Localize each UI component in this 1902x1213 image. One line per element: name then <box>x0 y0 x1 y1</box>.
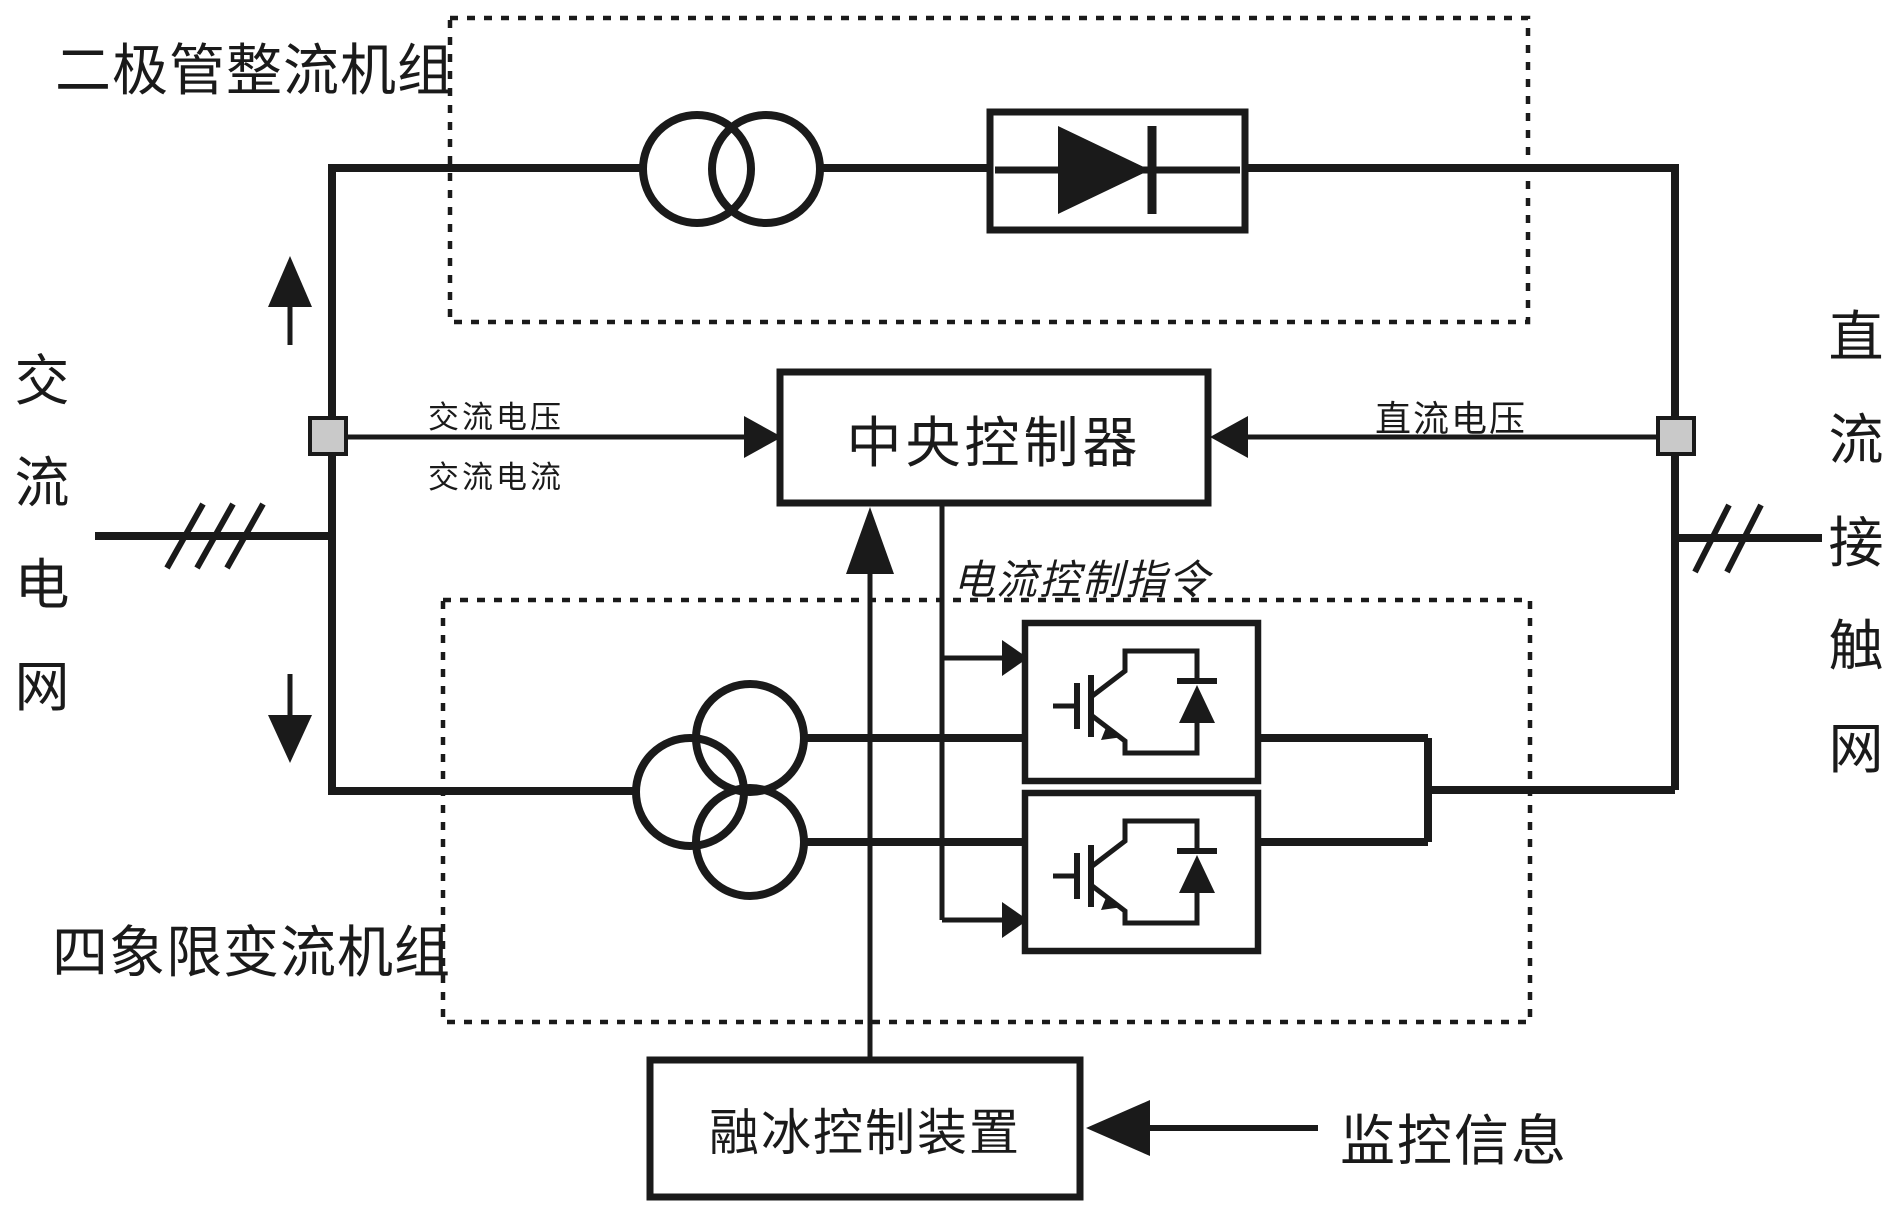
command-branch-arrow-bottom <box>1002 902 1028 938</box>
igbt-module-top-box <box>1021 619 1262 785</box>
label-four-quadrant-unit: 四象限变流机组 <box>52 921 451 984</box>
command-line <box>939 503 1028 938</box>
ac-connector-square <box>308 416 348 456</box>
freewheel-diode-icon <box>1179 855 1215 893</box>
four-quadrant-dashed-box <box>440 597 1533 1025</box>
controller-box <box>776 368 1212 507</box>
main-transformer-icon <box>639 111 824 227</box>
three-phase-slash-icon <box>164 502 266 570</box>
dc-measure-arrow <box>1210 416 1658 458</box>
igbt-icon <box>1053 818 1217 926</box>
label-ac-current: 交流电流 <box>428 460 564 495</box>
rectifier-diode-icon <box>986 108 1249 234</box>
igbt-module-bottom-box <box>1021 789 1262 955</box>
ice-control-box <box>646 1056 1084 1201</box>
dc-catenary-stub <box>1675 503 1822 574</box>
four-quadrant-transformer-icon <box>632 680 808 900</box>
label-diode-rectifier-unit: 二极管整流机组 <box>55 39 454 102</box>
ac-grid-stub <box>95 502 332 570</box>
command-branch-arrow-top <box>1002 640 1028 676</box>
label-dc-catenary: 直流接触网 <box>1828 306 1884 780</box>
ac-measure-arrow <box>346 416 782 458</box>
dc-connector-square <box>1656 416 1696 456</box>
label-monitor-info: 监控信息 <box>1340 1110 1569 1172</box>
label-ac-voltage: 交流电压 <box>428 400 564 435</box>
ice-status-arrow <box>846 507 894 1060</box>
label-dc-voltage: 直流电压 <box>1375 398 1528 439</box>
monitor-arrow <box>1086 1100 1318 1156</box>
down-arrow-icon <box>268 674 312 763</box>
igbt-icon <box>1053 648 1217 756</box>
two-slash-icon <box>1692 503 1764 574</box>
label-ac-grid: 交流电网 <box>14 350 70 718</box>
up-arrow-icon <box>268 256 312 345</box>
central-controller-label: 中央控制器 <box>846 411 1142 474</box>
left-bus-line <box>328 164 643 795</box>
label-current-command: 电流控制指令 <box>953 557 1211 603</box>
ice-control-device-label: 融冰控制装置 <box>709 1104 1021 1161</box>
freewheel-diode-icon <box>1179 685 1215 723</box>
